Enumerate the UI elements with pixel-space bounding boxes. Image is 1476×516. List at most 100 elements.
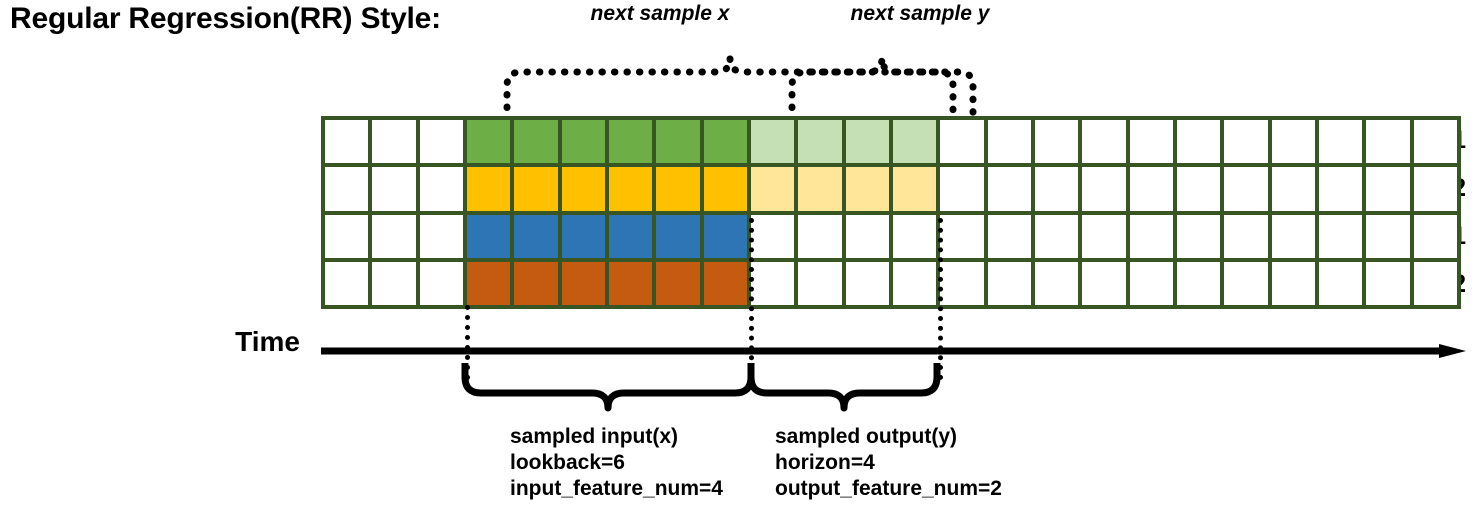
grid-cell-r2-c16 [1034, 167, 1079, 211]
grid-cell-r3-c23 [1366, 214, 1410, 258]
grid-cell-r3-c12 [845, 214, 889, 258]
grid-cell-r4-c9 [703, 261, 747, 305]
caption-sampled-output: sampled output(y) horizon=4 output_featu… [775, 424, 1002, 502]
grid-cell-r4-c4 [466, 261, 511, 305]
page-title: Regular Regression(RR) Style: [10, 2, 441, 35]
grid-cell-r1-c9 [703, 120, 747, 164]
grid-cell-r2-c19 [1176, 167, 1221, 211]
caption-sampled-output-line-3: output_feature_num=2 [775, 477, 1002, 500]
grid-cell-r2-c9 [703, 167, 747, 211]
grid-cell-r4-c15 [987, 261, 1031, 305]
grid-cell-r3-c14 [940, 214, 984, 258]
grid-cell-r1-c10 [750, 120, 795, 164]
grid-row-target-1 [325, 120, 1457, 164]
top-brace-next-sample-y [788, 57, 977, 120]
grid-cell-r4-c17 [1082, 261, 1126, 305]
grid-cell-r3-c6 [561, 214, 605, 258]
grid-cell-r3-c18 [1129, 214, 1173, 258]
grid-cell-r4-c20 [1224, 261, 1268, 305]
grid-cell-r1-c16 [1034, 120, 1079, 164]
grid-cell-r1-c24 [1413, 120, 1457, 164]
grid-cell-r4-c3 [419, 261, 463, 305]
grid-cell-r3-c3 [419, 214, 463, 258]
grid-cell-r3-c10 [750, 214, 795, 258]
grid-cell-r4-c1 [325, 261, 369, 305]
grid-cell-r2-c20 [1224, 167, 1268, 211]
guide-output-end-top [938, 218, 943, 380]
grid-cell-r3-c24 [1413, 214, 1457, 258]
grid-cell-r4-c14 [940, 261, 984, 305]
grid-cell-r3-c5 [514, 214, 558, 258]
grid-cell-r4-c8 [656, 261, 700, 305]
grid-cell-r3-c19 [1176, 214, 1221, 258]
grid-cell-r4-c10 [750, 261, 795, 305]
caption-sampled-input-line-1: sampled input(x) [510, 425, 679, 448]
annotation-label-next-sample-x: next sample x [590, 2, 730, 25]
grid-cell-r1-c2 [372, 120, 416, 164]
grid-cell-r1-c18 [1129, 120, 1173, 164]
grid-cell-r3-c4 [466, 214, 511, 258]
grid-row-extra-feature-2 [325, 261, 1457, 305]
annotation-label-next-sample-y: next sample y [850, 2, 990, 25]
grid-cell-r1-c13 [892, 120, 937, 164]
grid-cell-r2-c13 [892, 167, 937, 211]
caption-sampled-input-line-2: lookback=6 [510, 451, 625, 474]
grid-cell-r1-c8 [656, 120, 700, 164]
grid-cell-r2-c2 [372, 167, 416, 211]
grid-cell-r3-c20 [1224, 214, 1268, 258]
grid-cell-r1-c12 [845, 120, 889, 164]
timeseries-grid [321, 116, 1461, 309]
grid-cell-r1-c7 [608, 120, 653, 164]
caption-sampled-input: sampled input(x) lookback=6 input_featur… [510, 424, 723, 502]
grid-cell-r4-c22 [1318, 261, 1363, 305]
grid-cell-r3-c15 [987, 214, 1031, 258]
grid-cell-r2-c4 [466, 167, 511, 211]
grid-cell-r1-c3 [419, 120, 463, 164]
grid-row-target-2 [325, 167, 1457, 211]
grid-cell-r1-c17 [1082, 120, 1126, 164]
grid-cell-r2-c23 [1366, 167, 1410, 211]
grid-cell-r1-c22 [1318, 120, 1363, 164]
bottom-brace-sampled-output [747, 363, 941, 412]
grid-cell-r2-c12 [845, 167, 889, 211]
grid-cell-r3-c13 [892, 214, 937, 258]
grid-cell-r1-c15 [987, 120, 1031, 164]
grid-cell-r1-c14 [940, 120, 984, 164]
grid-cell-r3-c7 [608, 214, 653, 258]
grid-cell-r3-c1 [325, 214, 369, 258]
grid-cell-r1-c1 [325, 120, 369, 164]
grid-cell-r2-c10 [750, 167, 795, 211]
grid-cell-r4-c11 [798, 261, 842, 305]
grid-cell-r4-c6 [561, 261, 605, 305]
grid-cell-r3-c22 [1318, 214, 1363, 258]
grid-row-extra-feature-1 [325, 214, 1457, 258]
caption-sampled-output-line-1: sampled output(y) [775, 425, 957, 448]
time-axis-label: Time [235, 326, 300, 357]
grid-cell-r4-c19 [1176, 261, 1221, 305]
grid-cell-r4-c7 [608, 261, 653, 305]
bottom-brace-sampled-input [461, 363, 755, 412]
grid-cell-r4-c12 [845, 261, 889, 305]
grid-cell-r2-c6 [561, 167, 605, 211]
grid-cell-r2-c3 [419, 167, 463, 211]
grid-cell-r3-c8 [656, 214, 700, 258]
grid-cell-r2-c15 [987, 167, 1031, 211]
grid-cell-r2-c17 [1082, 167, 1126, 211]
grid-cell-r2-c21 [1271, 167, 1315, 211]
grid-cell-r2-c8 [656, 167, 700, 211]
grid-cell-r3-c17 [1082, 214, 1126, 258]
grid-cell-r4-c21 [1271, 261, 1315, 305]
grid-cell-r4-c16 [1034, 261, 1079, 305]
guide-input-start-top [465, 305, 470, 380]
grid-cell-r1-c23 [1366, 120, 1410, 164]
grid-cell-r4-c5 [514, 261, 558, 305]
grid-cell-r4-c13 [892, 261, 937, 305]
grid-cell-r4-c2 [372, 261, 416, 305]
grid-cell-r2-c18 [1129, 167, 1173, 211]
grid-cell-r2-c24 [1413, 167, 1457, 211]
grid-cell-r2-c1 [325, 167, 369, 211]
grid-cell-r1-c19 [1176, 120, 1221, 164]
grid-cell-r2-c22 [1318, 167, 1363, 211]
grid-cell-r3-c21 [1271, 214, 1315, 258]
grid-cell-r4-c23 [1366, 261, 1410, 305]
